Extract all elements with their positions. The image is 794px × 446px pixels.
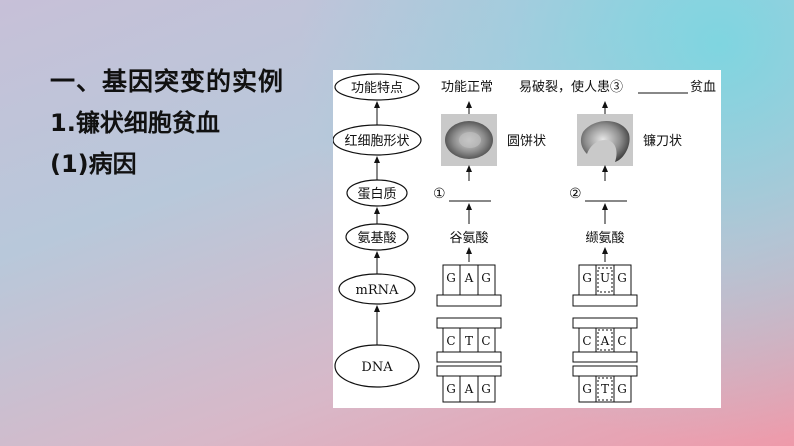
normal-dna-top-backbone <box>437 318 501 328</box>
normal-rbc-center <box>459 132 481 148</box>
sickle-mrna-base-2: U <box>600 271 610 285</box>
sickle-dna-bottom-base-2: T <box>601 382 609 396</box>
sickle-dna-top-backbone <box>573 318 637 328</box>
label-amino-acid: 氨基酸 <box>357 231 396 246</box>
sickle-mrna-base-1: G <box>582 271 592 285</box>
normal-shape-label: 圆饼状 <box>507 134 546 149</box>
sickle-dna-mid-backbone-b <box>573 366 637 376</box>
sickle-dna-top-base-1: C <box>582 334 591 348</box>
label-protein: 蛋白质 <box>357 186 396 202</box>
sickle-dna-top-base-3: C <box>617 334 626 348</box>
sickle-dna-mid-backbone-a <box>573 352 637 362</box>
sickle-column: 镰刀状 ② 缬氨酸 G U G C A C <box>569 104 682 402</box>
label-mrna: mRNA <box>356 283 399 298</box>
normal-dna-mid-backbone-b <box>437 366 501 376</box>
normal-dna-mid-backbone-a <box>437 352 501 362</box>
normal-protein-blank-label: ① <box>433 186 446 202</box>
sickle-shape-label: 镰刀状 <box>643 133 682 149</box>
mutation-diagram: 功能特点 红细胞形状 蛋白质 氨基酸 mRNA DNA 功能正常 易破裂，使人患… <box>333 70 721 408</box>
sickle-dna-bottom-base-1: G <box>582 382 592 396</box>
normal-column: 圆饼状 ① 谷氨酸 G A G C T C <box>433 104 546 402</box>
sickle-dna-bottom-base-3: G <box>617 382 627 396</box>
label-rbc-shape: 红细胞形状 <box>344 133 409 149</box>
normal-amino-acid: 谷氨酸 <box>449 231 488 246</box>
section-label: (1)病因 <box>50 144 137 179</box>
sickle-amino-acid: 缬氨酸 <box>585 231 624 246</box>
normal-dna-top-base-2: T <box>465 334 473 348</box>
normal-function-text: 功能正常 <box>441 80 493 95</box>
diagram-svg: 功能特点 红细胞形状 蛋白质 氨基酸 mRNA DNA 功能正常 易破裂，使人患… <box>333 70 721 408</box>
subheading: 1.镰状细胞贫血 <box>50 103 220 138</box>
normal-dna-bottom-base-2: A <box>464 382 474 396</box>
sickle-function-suffix: 贫血 <box>690 79 716 95</box>
sickle-mrna-base-3: G <box>617 271 627 285</box>
left-column: 功能特点 红细胞形状 蛋白质 氨基酸 mRNA DNA <box>333 74 421 387</box>
normal-mrna-base-2: A <box>464 271 474 285</box>
normal-mrna-backbone <box>437 295 501 306</box>
normal-dna-bottom-base-3: G <box>481 382 491 396</box>
normal-mrna-base-1: G <box>446 271 456 285</box>
sickle-mrna-backbone <box>573 295 637 306</box>
sickle-dna-top-base-2: A <box>600 334 610 348</box>
normal-mrna-base-3: G <box>481 271 491 285</box>
normal-dna-top-base-1: C <box>446 334 455 348</box>
label-dna: DNA <box>361 360 393 375</box>
label-function-traits: 功能特点 <box>351 81 403 96</box>
normal-dna-bottom-base-1: G <box>446 382 456 396</box>
sickle-protein-blank-label: ② <box>569 186 582 202</box>
page-title: 一、基因突变的实例 <box>50 62 284 98</box>
normal-dna-top-base-3: C <box>481 334 490 348</box>
sickle-function-text: 易破裂，使人患③ <box>519 79 623 95</box>
